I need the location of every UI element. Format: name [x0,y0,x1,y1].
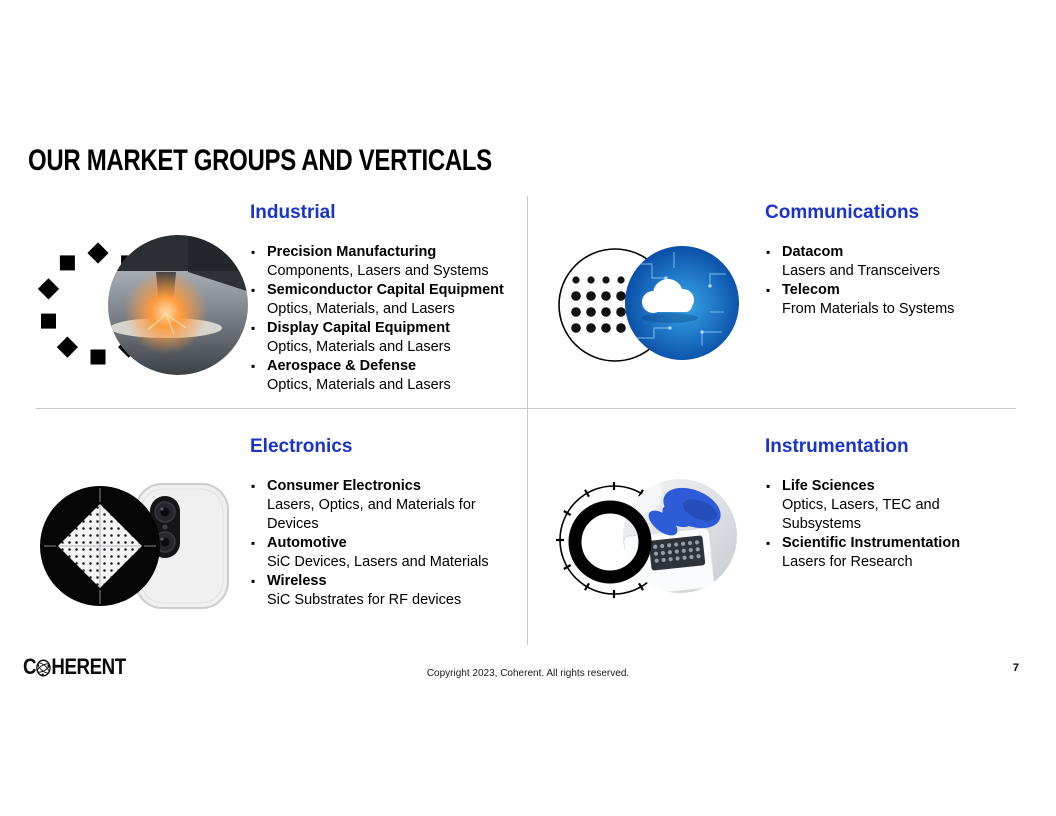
item-desc: Optics, Materials and Lasers [267,377,451,393]
item-name: Life Sciences [782,478,875,494]
cloud-icon [642,279,694,313]
instrumentation-photo [623,479,737,593]
logo-text-suffix: HERENT [51,654,126,679]
industrial-photo [108,235,248,375]
item-desc: Lasers and Transceivers [782,263,940,279]
item-name: Automotive [267,535,347,551]
bullet-icon: ▪ [251,359,256,373]
diamond-ring-icon [37,235,248,375]
bullet-icon: ▪ [251,479,256,493]
instrumentation-graphic [550,474,742,611]
item-name: Precision Manufacturing [267,244,437,260]
item-desc: Lasers, Optics, and Materials for Device… [267,497,476,532]
communications-list: ▪ Datacom Lasers and Transceivers ▪ Tele… [765,243,997,319]
bullet-icon: ▪ [766,245,771,259]
dot-grid-circle-icon [558,246,739,362]
list-item: ▪ Semiconductor Capital Equipment Optics… [250,281,512,319]
electronics-graphic [38,476,234,617]
bullet-icon: ▪ [251,283,256,297]
quadrant-instrumentation: Instrumentation ▪ Life Sciences Optics, … [545,420,1016,646]
list-item: ▪ Life Sciences Optics, Lasers, TEC and … [765,477,997,534]
electronics-heading: Electronics [250,436,353,457]
communications-graphic [550,242,742,373]
communications-heading: Communications [765,202,920,223]
list-item: ▪ Wireless SiC Substrates for RF devices [250,572,512,610]
copyright-text: Copyright 2023, Coherent. All rights res… [426,668,630,679]
item-desc: Lasers for Research [782,554,913,570]
bullet-icon: ▪ [251,245,256,259]
page-title: OUR MARKET GROUPS AND VERTICALS [28,144,492,177]
horizontal-divider [36,408,1016,409]
item-desc: Optics, Materials, and Lasers [267,301,455,317]
item-name: Wireless [267,573,327,589]
quadrant-industrial: Industrial ▪ Precision Manufacturing Com… [36,196,527,408]
item-name: Display Capital Equipment [267,320,450,336]
list-item: ▪ Consumer Electronics Lasers, Optics, a… [250,477,512,534]
item-desc: SiC Substrates for RF devices [267,592,462,608]
bullet-icon: ▪ [251,536,256,550]
item-name: Aerospace & Defense [267,358,417,374]
coherent-orb-icon [36,658,51,677]
bullet-icon: ▪ [766,479,771,493]
item-desc: SiC Devices, Lasers and Materials [267,554,489,570]
gauge-ring-icon [556,479,737,598]
logo-text-prefix: C [23,654,37,679]
instrumentation-list: ▪ Life Sciences Optics, Lasers, TEC and … [765,477,997,572]
bullet-icon: ▪ [766,283,771,297]
list-item: ▪ Automotive SiC Devices, Lasers and Mat… [250,534,512,572]
list-item: ▪ Datacom Lasers and Transceivers [765,243,997,281]
coherent-logo: C HERENT [23,654,126,680]
instrumentation-heading: Instrumentation [765,436,909,457]
item-desc: Optics, Materials and Lasers [267,339,451,355]
item-desc: Optics, Lasers, TEC and Subsystems [782,497,940,532]
industrial-graphic [37,230,250,385]
industrial-heading: Industrial [250,202,336,223]
page-number: 7 [1012,662,1019,674]
list-item: ▪ Telecom From Materials to Systems [765,281,997,319]
bullet-icon: ▪ [766,536,771,550]
list-item: ▪ Aerospace & Defense Optics, Materials … [250,357,512,395]
item-name: Telecom [782,282,840,298]
electronics-list: ▪ Consumer Electronics Lasers, Optics, a… [250,477,512,610]
item-name: Datacom [782,244,844,260]
item-desc: From Materials to Systems [782,301,955,317]
quadrant-electronics: Electronics ▪ Consumer Electronics Laser… [36,420,527,646]
item-desc: Components, Lasers and Systems [267,263,489,279]
industrial-list: ▪ Precision Manufacturing Components, La… [250,243,512,395]
communications-photo [625,246,739,360]
list-item: ▪ Display Capital Equipment Optics, Mate… [250,319,512,357]
bullet-icon: ▪ [251,321,256,335]
vertical-divider [527,196,528,645]
list-item: ▪ Scientific Instrumentation Lasers for … [765,534,997,572]
quadrant-communications: Communications ▪ Datacom Lasers and Tran… [545,196,1016,408]
item-name: Scientific Instrumentation [782,535,961,551]
wafer-diamond-icon [40,483,229,609]
bullet-icon: ▪ [251,574,256,588]
item-name: Semiconductor Capital Equipment [267,282,504,298]
list-item: ▪ Precision Manufacturing Components, La… [250,243,512,281]
item-name: Consumer Electronics [267,478,421,494]
